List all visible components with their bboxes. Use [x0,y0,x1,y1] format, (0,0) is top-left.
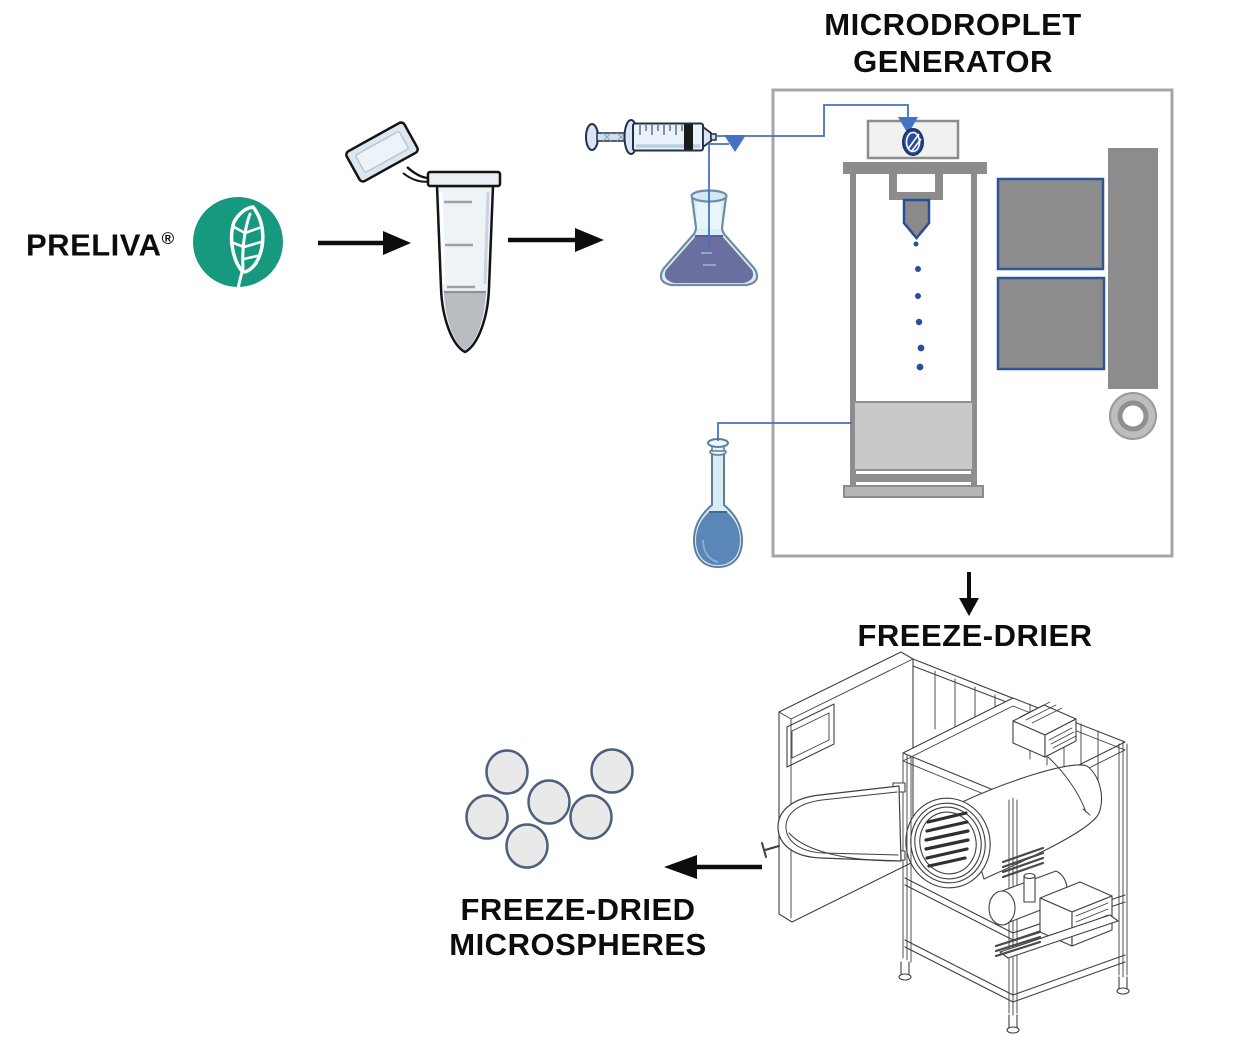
generator-enclosure-box [771,88,1174,558]
volumetric-liquid [696,512,740,565]
control-unit-box-2 [996,276,1106,371]
shelf-grill [924,811,970,868]
microspheres-cluster [465,748,634,869]
flask-liquid [664,236,754,283]
tube-rim [426,170,502,188]
microspheres-title-line1: FREEZE-DRIED [460,892,696,927]
vacuum-pump [988,846,1119,959]
brand-name: PRELIVA® [26,221,174,263]
leaf-icon [229,205,265,291]
microdroplet-generator-apparatus [771,88,1174,558]
brand-circle [193,197,283,287]
syringe-illustration [585,119,717,155]
suction-arrowhead-icon [724,135,746,152]
freeze-drier-illustration [761,651,1130,1034]
generator-title-line1: MICRODROPLET [824,7,1082,42]
volumetric-flask-illustration [692,438,744,569]
microspheres-title-line2: MICROSPHERES [449,927,707,962]
preliva-logo [193,197,283,291]
freeze-drier-title-text: FREEZE-DRIER [857,618,1093,653]
microcentrifuge-tube-illustration [345,121,502,354]
control-module [1012,701,1077,758]
arrow-left-icon [664,855,762,879]
valve-icon [902,128,924,156]
pump-wheel [1109,392,1157,440]
feed-arrowhead-icon [898,117,918,134]
clamp-window [897,174,935,192]
chamber-door [761,782,906,862]
collection-bath [853,401,974,471]
generator-title: MICRODROPLET GENERATOR [783,6,1123,80]
chamber-right-wall [971,174,977,490]
tube-cap [345,121,419,183]
droplet-nozzle [902,198,931,240]
machine-feet [898,961,1130,1034]
freeze-drier-title: FREEZE-DRIER [825,618,1125,654]
display-panel [786,703,835,768]
plunger-stopper [684,124,693,150]
syringe-tip [710,133,717,141]
chamber-left-wall [850,174,856,490]
arrow-right-2-icon [508,228,604,252]
microspheres-title: FREEZE-DRIED MICROSPHERES [428,892,728,962]
base-plate [843,485,984,498]
registered-mark: ® [161,229,175,248]
control-unit-box-1 [996,177,1105,271]
arrow-right-1-icon [318,231,411,255]
platform-bar [843,162,987,174]
door-handle [761,842,780,858]
brand-name-text: PRELIVA [26,227,162,263]
side-column [1108,148,1158,389]
tube-liquid [444,292,486,350]
chamber-bottom-bar [851,474,976,482]
generator-title-line2: GENERATOR [853,44,1053,79]
arrow-down-icon [959,572,979,616]
falling-droplets [913,241,925,371]
flow-arrows [318,228,979,879]
flow-connectors [708,104,924,441]
